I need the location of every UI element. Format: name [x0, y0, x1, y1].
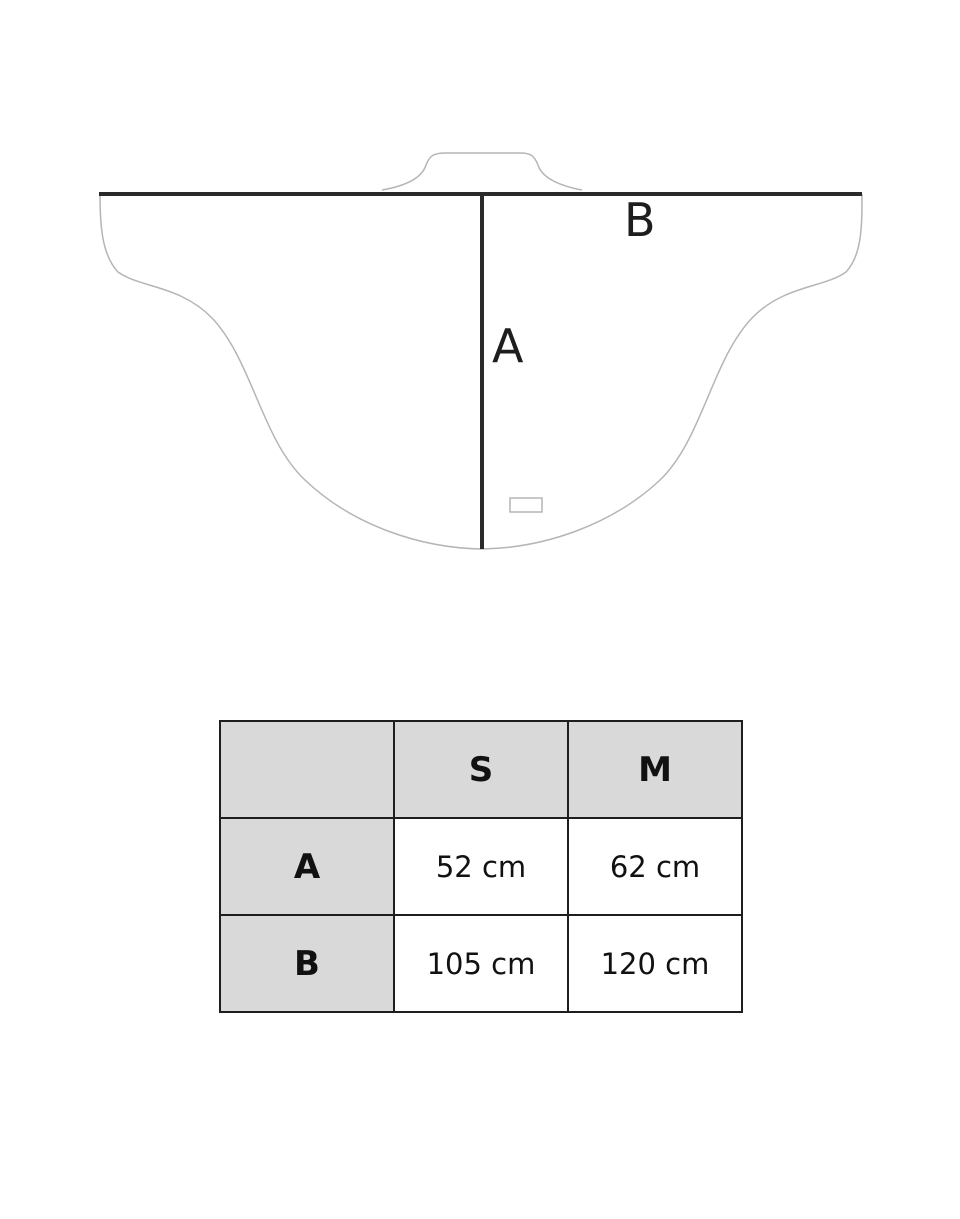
table-header-row: S M — [219, 720, 743, 819]
collar-outline — [381, 152, 583, 191]
table-row: A 52 cm 62 cm — [219, 817, 743, 916]
cell-b-s: 105 cm — [393, 914, 569, 1013]
table-row: B 105 cm 120 cm — [219, 914, 743, 1013]
table-corner-cell — [219, 720, 395, 819]
cell-a-m: 62 cm — [567, 817, 743, 916]
row-header-a: A — [219, 817, 395, 916]
column-header-s: S — [393, 720, 569, 819]
label-b: B — [624, 193, 656, 247]
garment-diagram: B A — [99, 152, 863, 550]
column-header-m: M — [567, 720, 743, 819]
label-patch — [509, 497, 543, 513]
size-table: S M A 52 cm 62 cm B 105 cm 120 cm — [219, 720, 743, 1013]
label-a: A — [492, 319, 524, 373]
row-header-b: B — [219, 914, 395, 1013]
cell-b-m: 120 cm — [567, 914, 743, 1013]
cell-a-s: 52 cm — [393, 817, 569, 916]
